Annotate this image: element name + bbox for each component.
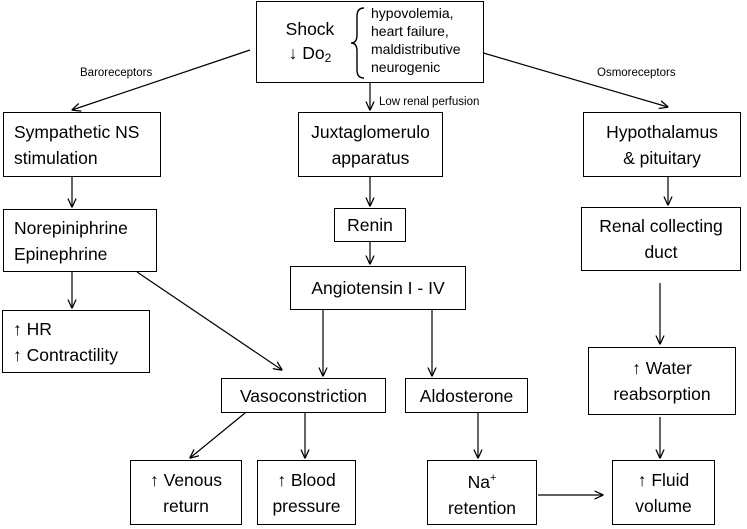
- angiotensin-label: Angiotensin I - IV: [311, 278, 445, 298]
- collecting-duct-line1: Renal collecting: [599, 216, 723, 236]
- baroreceptors-label: Baroreceptors: [80, 67, 153, 79]
- contractility-label: ↑ Contractility: [13, 344, 119, 365]
- sympathetic-line2: stimulation: [14, 147, 98, 168]
- cause-hypovolemia: hypovolemia,: [371, 5, 454, 21]
- cause-maldistributive: maldistributive: [371, 41, 461, 57]
- na-retention-box: Na+ retention: [427, 460, 537, 525]
- water-reabsorption-box: ↑ Water reabsorption: [588, 347, 736, 415]
- arrow-shock-to-hypothalamus: [479, 51, 668, 107]
- venous-label: ↑ Venous: [150, 469, 222, 490]
- epinephrine-label: Epinephrine: [14, 243, 108, 264]
- hr-label: ↑ HR: [13, 318, 52, 339]
- hypothalamus-box: Hypothalamus & pituitary: [583, 112, 741, 177]
- collecting-duct-box: Renal collecting duct: [581, 207, 741, 271]
- juxtaglomerulo-line1: Juxtaglomerulo: [311, 121, 430, 142]
- cause-neurogenic: neurogenic: [371, 59, 441, 75]
- sympathetic-line1: Sympathetic NS: [14, 121, 140, 142]
- aldosterone-box: Aldosterone: [405, 378, 528, 413]
- juxtaglomerulo-line2: apparatus: [331, 147, 410, 168]
- na-base: Na: [467, 471, 490, 492]
- norepinephrine-label: Norepiniphrine: [14, 217, 128, 238]
- arrow-catecholamines-to-vasoconstriction: [136, 271, 282, 370]
- curly-brace-icon: [350, 7, 365, 79]
- vasoconstriction-box: Vasoconstriction: [221, 378, 386, 413]
- water-label: ↑ Water: [632, 358, 692, 378]
- shock-title: Shock: [285, 19, 335, 39]
- low-renal-perfusion-label: Low renal perfusion: [379, 96, 480, 108]
- hypothalamus-label: Hypothalamus: [606, 121, 718, 142]
- catecholamines-box: Norepiniphrine Epinephrine: [3, 209, 157, 272]
- na-charge: +: [489, 471, 497, 484]
- blood-label: ↑ Blood: [277, 469, 336, 490]
- do2-subscript: 2: [324, 51, 332, 65]
- angiotensin-box: Angiotensin I - IV: [290, 266, 466, 310]
- retention-label: retention: [447, 497, 517, 518]
- return-label: return: [163, 495, 209, 516]
- venous-return-box: ↑ Venous return: [130, 460, 242, 525]
- shock-main: Shock ↓ Do2: [275, 17, 345, 70]
- na-label: Na+: [468, 465, 497, 495]
- pituitary-label: & pituitary: [623, 147, 701, 168]
- collecting-duct-line2: duct: [644, 242, 678, 262]
- vasoconstriction-label: Vasoconstriction: [239, 385, 368, 406]
- aldosterone-label: Aldosterone: [419, 385, 514, 406]
- do2-decrease: ↓ Do2: [275, 41, 345, 70]
- arrow-shock-to-sympathetic: [72, 49, 251, 110]
- renin-box: Renin: [334, 208, 406, 242]
- renin-label: Renin: [347, 215, 393, 235]
- cause-heart-failure: heart failure,: [371, 23, 449, 39]
- juxtaglomerulo-box: Juxtaglomerulo apparatus: [298, 112, 443, 177]
- shock-box: Shock ↓ Do2 hypovolemia, heart failure, …: [256, 1, 484, 83]
- sympathetic-box: Sympathetic NS stimulation: [3, 112, 161, 177]
- do2-label: ↓ Do: [288, 43, 325, 63]
- hr-contractility-box: ↑ HR ↑ Contractility: [2, 310, 150, 373]
- fluid-volume-box: ↑ Fluid volume: [612, 460, 715, 525]
- fluid-label: ↑ Fluid: [637, 469, 690, 490]
- osmoreceptors-label: Osmoreceptors: [597, 67, 676, 79]
- reabsorption-label: reabsorption: [613, 384, 711, 404]
- blood-pressure-box: ↑ Blood pressure: [257, 460, 356, 525]
- volume-label: volume: [635, 495, 692, 516]
- arrow-vasoconstriction-to-venous-return: [190, 412, 246, 458]
- pressure-label: pressure: [272, 495, 341, 516]
- shock-causes-list: hypovolemia, heart failure, maldistribut…: [371, 4, 460, 76]
